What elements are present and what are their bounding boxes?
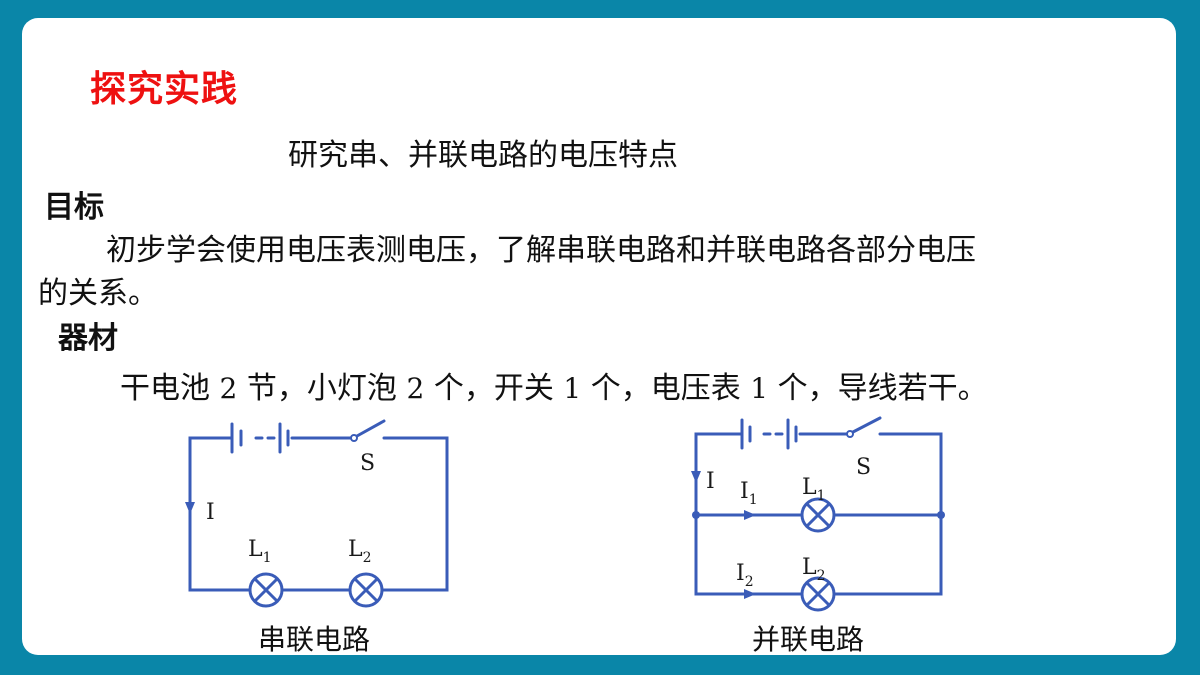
switch-symbol: [851, 416, 882, 434]
series-circuit-diagram: S I L1 L2: [185, 419, 449, 608]
lamp1-icon: [800, 497, 836, 533]
series-wire: [188, 436, 449, 592]
series-caption: 串联电路: [258, 623, 371, 655]
lamp2-label: L2: [802, 555, 826, 584]
lamp2-icon: [800, 576, 836, 612]
branch1-current-label: I1: [740, 479, 758, 508]
branch1-arrow-icon: [744, 510, 756, 520]
slide-card: 探究实践 研究串、并联电路的电压特点 目标 初步学会使用电压表测电压，了解串联电…: [22, 18, 1176, 655]
parallel-caption: 并联电路: [752, 623, 865, 655]
goal-text-line2: 的关系。: [38, 276, 158, 311]
lamp1-label: L1: [802, 475, 826, 504]
materials-text: 干电池 2 节，小灯泡 2 个，开关 1 个，电压表 1 个，导线若干。: [120, 371, 988, 406]
switch-symbol: [355, 419, 386, 438]
parallel-circuit-diagram: S I I1 L1 I2 L2: [691, 416, 945, 612]
current-label: I: [206, 500, 215, 525]
lamp2-label: L2: [348, 537, 372, 566]
current-label: I: [706, 469, 715, 494]
lamp1-icon: [248, 572, 284, 608]
battery-symbol: [230, 422, 290, 454]
materials-heading: 器材: [58, 321, 118, 356]
goal-text-line1: 初步学会使用电压表测电压，了解串联电路和并联电路各部分电压: [106, 233, 976, 268]
lamp2-icon: [348, 572, 384, 608]
branch2-arrow-icon: [744, 589, 756, 599]
slide-subtitle: 研究串、并联电路的电压特点: [288, 138, 678, 173]
battery-symbol: [740, 418, 798, 450]
switch-label: S: [856, 455, 871, 480]
slide-title: 探究实践: [90, 69, 239, 110]
lamp1-label: L1: [248, 537, 272, 566]
switch-label: S: [360, 451, 375, 476]
goal-heading: 目标: [44, 190, 104, 225]
branch2-current-label: I2: [736, 561, 754, 590]
